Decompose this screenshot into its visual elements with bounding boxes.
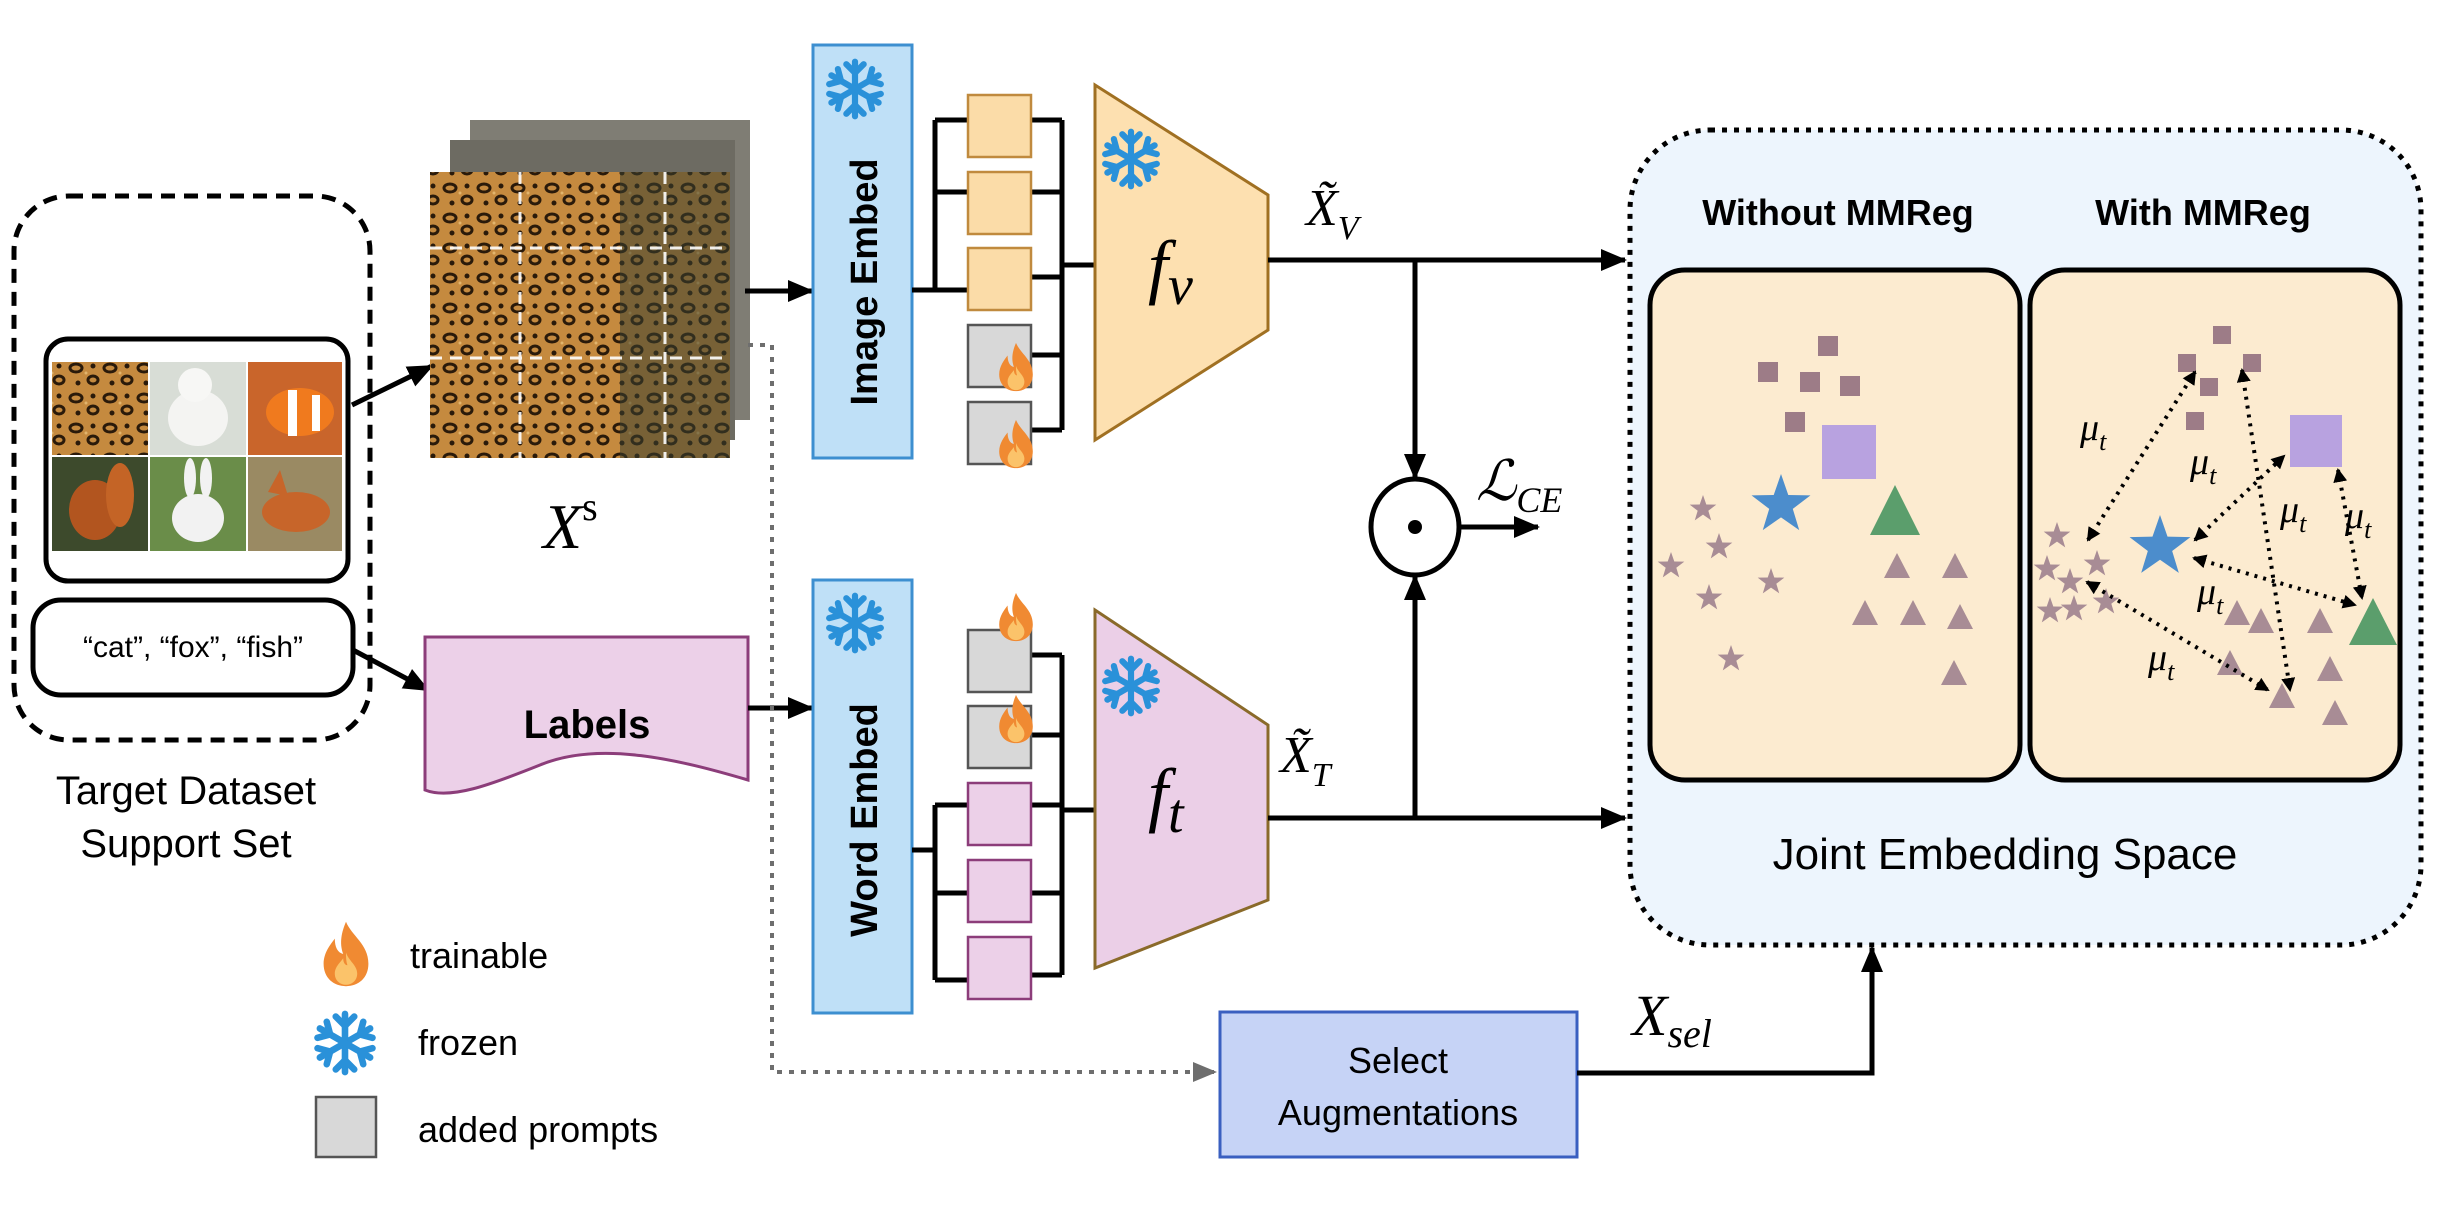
text-prompt-box — [30, 597, 356, 698]
support-set-caption-line2: Support Set — [80, 822, 291, 866]
image-token-3 — [966, 246, 1033, 312]
arrow-to-labels — [351, 647, 430, 693]
text-token-1 — [966, 781, 1033, 847]
word-embed-label: Word Embed — [844, 703, 886, 937]
margin-arrows — [2085, 368, 2367, 692]
legend-trainable: trainable — [410, 935, 548, 976]
square-prototype — [1822, 425, 1876, 479]
without-mmreg-panel — [1647, 267, 2023, 783]
text-encoder-symbol: ft — [1148, 754, 1185, 845]
select-augmentations-line1: Select — [1348, 1040, 1448, 1081]
text-feature-symbol: X̃T — [1278, 727, 1333, 794]
gray-square-icon — [314, 1095, 378, 1159]
svg-text:μt: μt — [2079, 407, 2107, 456]
left-panel-title: Without MMReg — [1702, 192, 1974, 233]
word-embed-box — [811, 578, 914, 1015]
without-mmreg-points — [1657, 336, 1973, 685]
text-token-3 — [966, 935, 1033, 1001]
loss-symbol: ℒCE — [1476, 451, 1562, 520]
svg-text:μt: μt — [2147, 637, 2175, 686]
legend: trainable frozen added prompts — [314, 921, 658, 1159]
text-prompt-1 — [966, 628, 1033, 694]
support-set-caption-line1: Target Dataset — [56, 769, 316, 813]
image-stack — [430, 120, 750, 458]
support-set-border — [11, 193, 373, 743]
labels-box — [423, 635, 750, 795]
labels-text: Labels — [524, 703, 651, 747]
image-token-tree — [912, 117, 1095, 433]
input-images-symbol: Xs — [540, 484, 598, 562]
text-token-tree — [912, 652, 1095, 983]
joint-embedding-title: Joint Embedding Space — [1773, 830, 2238, 879]
triangle-prototype — [1870, 485, 1920, 535]
image-encoder-symbol: fv — [1148, 226, 1193, 317]
image-embed-label: Image Embed — [844, 158, 886, 405]
image-token-2 — [966, 170, 1033, 236]
image-token-1 — [966, 93, 1033, 159]
augmentation-output-symbol: Xsel — [1630, 983, 1712, 1056]
image-feature-symbol: X̃V — [1304, 180, 1363, 247]
flame-icon — [999, 694, 1033, 744]
arrow-augmentations-to-space — [1577, 946, 1883, 1076]
svg-text:μt: μt — [2344, 495, 2372, 544]
text-encoder — [1093, 607, 1270, 971]
select-augmentations-line2: Augmentations — [1278, 1092, 1518, 1133]
dotted-augmentation-path — [748, 343, 1217, 1082]
svg-text:μt: μt — [2196, 571, 2224, 620]
select-augmentations-box — [1218, 1010, 1579, 1159]
square-prototype — [2290, 415, 2342, 467]
svg-text:μt: μt — [2279, 489, 2307, 538]
text-token-2 — [966, 858, 1033, 924]
svg-text:μt: μt — [2189, 441, 2217, 490]
flame-icon — [323, 921, 369, 987]
snowflake-icon — [315, 1014, 375, 1072]
right-panel-title: With MMReg — [2095, 192, 2311, 233]
legend-frozen: frozen — [418, 1022, 518, 1063]
text-prompt: “cat”, “fox”, “fish” — [83, 631, 303, 664]
flame-icon — [999, 592, 1033, 642]
support-image-grid — [52, 362, 342, 551]
legend-added-prompts: added prompts — [418, 1109, 658, 1150]
image-encoder — [1093, 82, 1270, 443]
thumb-leopard — [52, 362, 148, 455]
margin-labels: μt μt μt μt μt μt — [2079, 407, 2372, 686]
triangle-prototype — [2349, 598, 2397, 645]
arrow-to-images — [350, 363, 434, 408]
